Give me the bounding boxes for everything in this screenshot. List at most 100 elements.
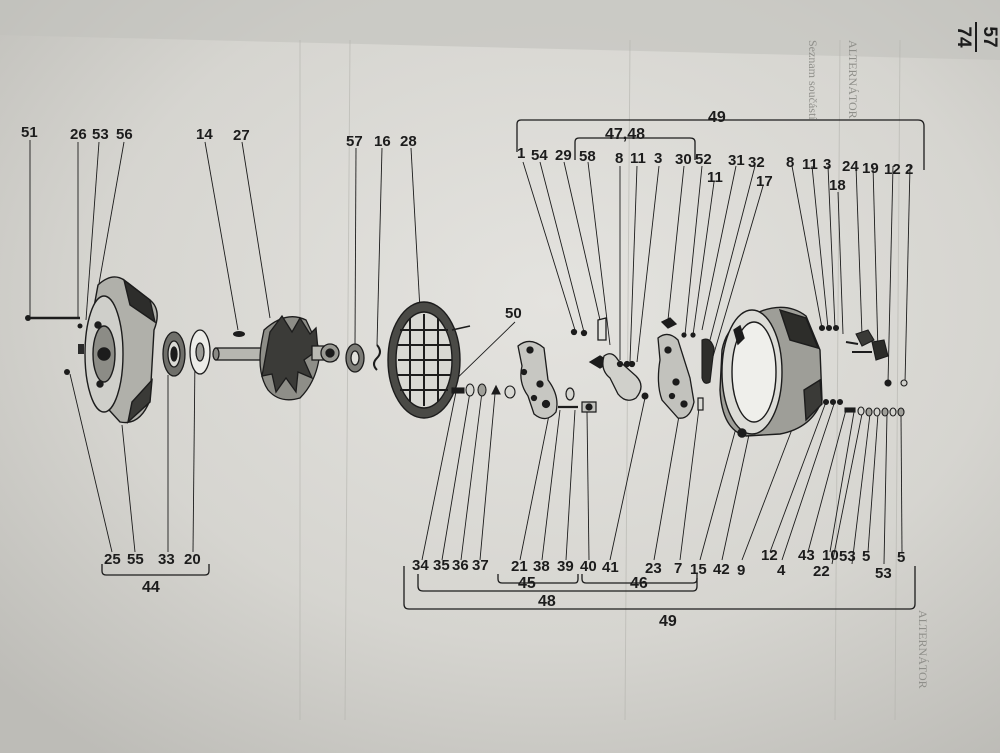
part-label: 42 [713,561,730,578]
part-52-plate [657,317,695,419]
part-label: 40 [580,558,597,575]
part-label: 37 [472,557,489,574]
part-33-bearing [162,331,186,377]
part-label: 51 [21,124,38,141]
part-label: 10 [822,547,839,564]
part-label: 53 [92,126,109,143]
bracket-45 [497,574,579,584]
part-41-screw [641,392,649,400]
part-label: 12 [761,547,778,564]
part-label: 9 [737,562,746,579]
part-label: 16 [374,133,391,150]
part-label: 19 [862,160,879,177]
part-label: 56 [116,126,133,143]
part-label: 39 [557,558,574,575]
part-label: 38 [533,558,550,575]
part-28-stator [387,301,471,419]
part-57-bearing [345,343,365,373]
part-label: 23 [645,560,662,577]
part-label: 17 [756,173,773,190]
part-51-through-bolt [25,315,80,321]
part-label: 28 [400,133,417,150]
part-label: 25 [104,551,121,568]
part-label: 30 [675,151,692,168]
part-16-spring-washer [373,344,381,371]
part-label: 54 [531,147,548,164]
part-label: 53 [875,565,892,582]
part-label: 15 [690,561,707,578]
part-label: 5 [862,548,871,565]
bracket-48 [417,574,698,592]
part-label: 26 [70,126,87,143]
part-21-rectifier-plate [517,340,558,420]
part-label: 41 [602,559,619,576]
group-label-49-bottom: 49 [659,613,677,630]
group-label-48: 48 [538,593,556,610]
part-label: 55 [127,551,144,568]
bleed-through-text-1: ALTERNÁTOR [916,610,930,689]
part-27-rotor [212,314,340,401]
part-label: 12 [884,161,901,178]
part-label: 21 [511,558,528,575]
bleed-through-text-3: Seznam součástí [806,40,820,120]
part-label: 52 [695,151,712,168]
part-label: 43 [798,547,815,564]
part-15-slip-ring-end-housing [719,306,823,438]
part-label: 7 [674,560,683,577]
bleed-through-text-2: ALTERNÁTOR [846,40,860,119]
group-label-46: 46 [630,575,648,592]
part-label: 1 [517,145,526,162]
part-label: 32 [748,154,765,171]
bracket-49-top [516,119,925,170]
part-label: 8 [786,154,795,171]
group-label-45: 45 [518,575,536,592]
part-20-washer [189,329,211,375]
part-label: 2 [905,161,914,178]
part-label: 53 [839,548,856,565]
part-label: 11 [630,150,646,167]
bracket-49-bottom [403,566,916,610]
part-label: 58 [579,148,596,165]
part-label: 50 [505,305,522,322]
bracket-47-48-top [574,137,696,160]
part-label: 3 [823,156,832,173]
part-label: 22 [813,563,830,580]
bleed-through-lines [299,39,901,721]
part-label: 11 [707,169,723,186]
part-label: 36 [452,557,469,574]
part-label: 20 [184,551,201,568]
part-label: 11 [802,156,818,173]
part-label: 35 [433,557,450,574]
part-label: 29 [555,147,572,164]
group-label-47-48: 47,48 [605,126,646,143]
part-label: 5 [897,549,906,566]
part-17-spring [701,338,715,384]
part-14-key [233,331,245,337]
part-label: 14 [196,126,213,143]
parts-right-hardware [818,324,908,417]
part-label: 31 [728,152,745,169]
group-label-44: 44 [142,579,160,596]
parts-38-40-terminals [558,387,597,413]
part-53-nut [78,344,84,354]
part-7-sleeve [681,332,704,411]
parts-34-37-fasteners [451,383,516,399]
part-23-heatsink [602,353,642,401]
group-brackets [101,119,925,610]
leader-lines [29,140,911,565]
part-26-screw [77,323,83,329]
part-label: 34 [412,557,429,574]
part-25-pin [64,369,70,375]
part-label: 27 [233,127,250,144]
part-label: 4 [777,562,786,579]
bracket-44 [101,564,210,576]
group-label-49-top: 49 [708,109,726,126]
part-label: 24 [842,158,859,175]
part-label: 57 [346,133,363,150]
part-55-drive-end-housing [84,276,158,424]
part-label: 3 [654,150,663,167]
part-label: 18 [829,177,846,194]
part-label: 33 [158,551,175,568]
